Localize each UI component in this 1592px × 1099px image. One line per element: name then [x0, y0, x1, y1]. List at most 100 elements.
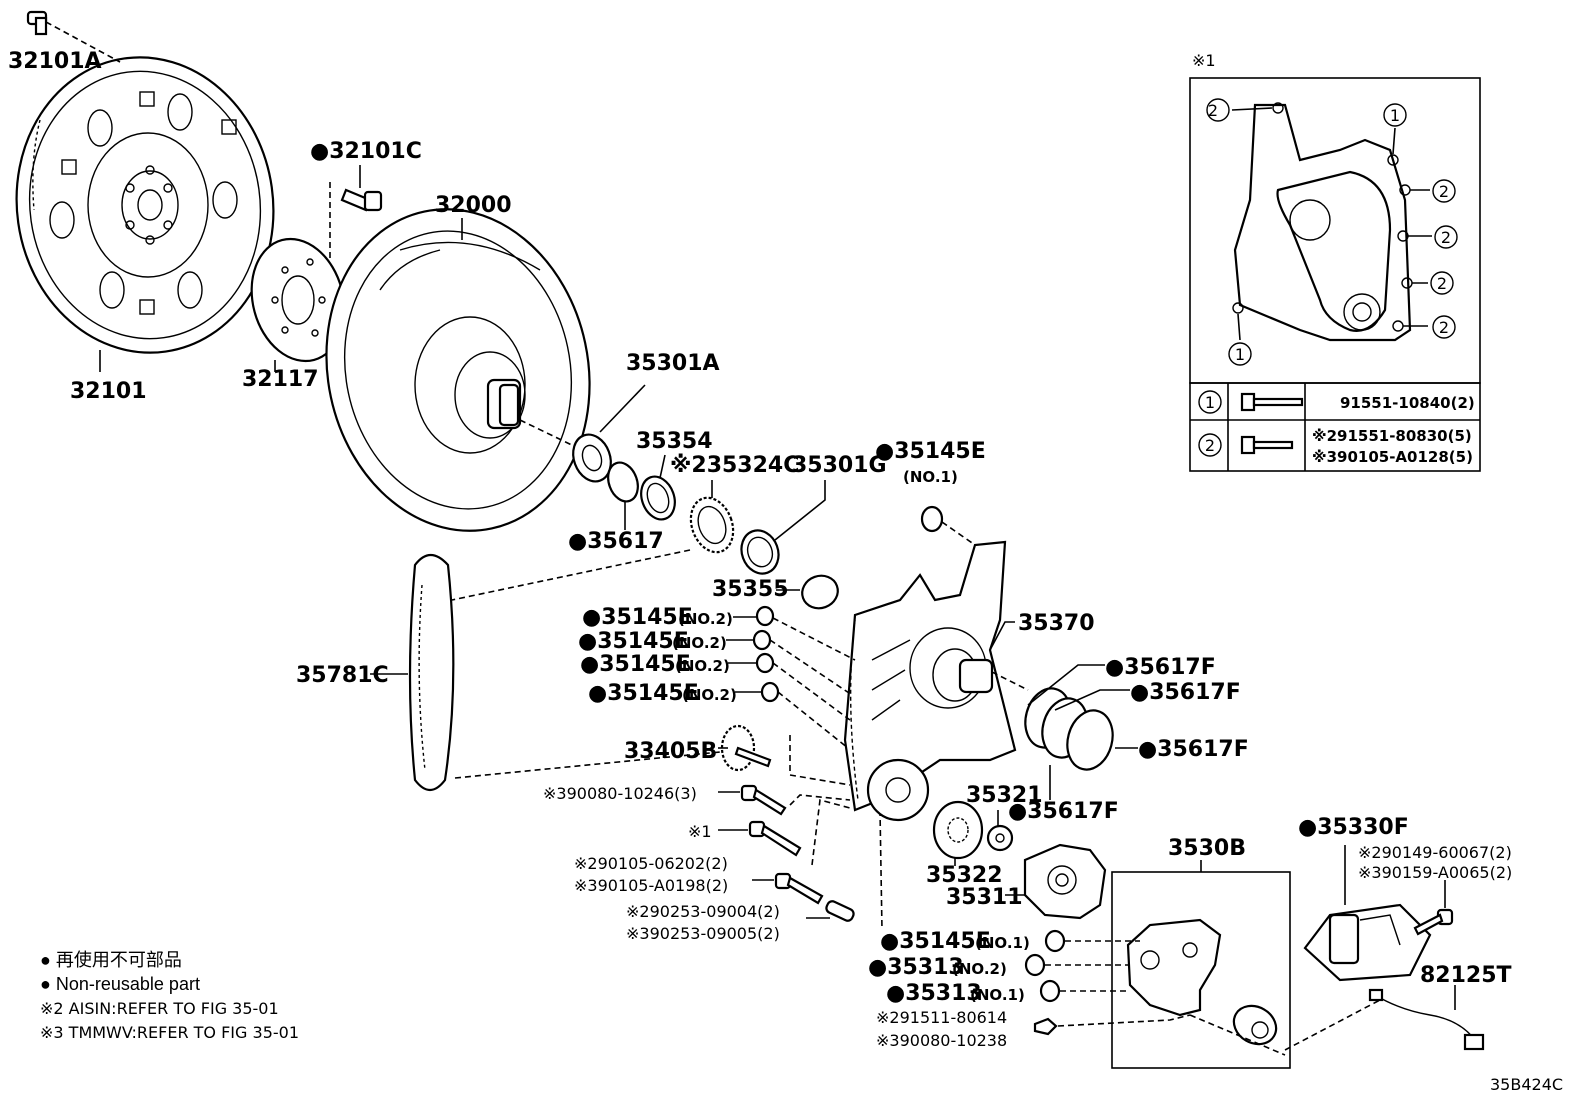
- label-390080-10238: ※390080-10238: [876, 1031, 1007, 1050]
- pin-290253-09004: [825, 900, 855, 922]
- bushing-35301G: [740, 529, 780, 575]
- label-35145E-b: ●35145E: [578, 629, 689, 654]
- inset-callout-2c: 2: [1441, 228, 1451, 247]
- label-32101C: ●32101C: [310, 139, 422, 164]
- bolt-star1: [748, 820, 802, 857]
- drive-gear-35322: [932, 800, 984, 860]
- label-35145E-top-sub: (NO.1): [903, 468, 958, 486]
- label-390105-A0198: ※390105-A0198(2): [574, 876, 728, 895]
- inset-callout-1b: 1: [1235, 345, 1245, 364]
- nuts-valve: [1024, 929, 1066, 1036]
- legend-line-4: ※3 TMMWV:REFER TO FIG 35-01: [40, 1023, 299, 1042]
- label-291511-80614: ※291511-80614: [876, 1008, 1007, 1027]
- inset-callout-2b: 2: [1439, 182, 1449, 201]
- label-35370: 35370: [1018, 611, 1095, 636]
- label-290253-09004: ※290253-09004(2): [626, 902, 780, 921]
- legend-line-2: ● Non-reusable part: [40, 974, 200, 994]
- label-32101A: 32101A: [8, 49, 102, 74]
- label-35330F: ●35330F: [1298, 815, 1409, 840]
- label-32101: 32101: [70, 379, 147, 404]
- valve-body-3530B: [1126, 918, 1278, 1046]
- case-35370: [843, 540, 1017, 812]
- legend-line-1: ● 再使用不可部品: [40, 950, 182, 970]
- o-ring-35617: [607, 461, 639, 503]
- bolt-290105-06202: [774, 872, 824, 905]
- snap-ring-35354: [640, 475, 676, 521]
- sensor-82125T: [1368, 988, 1485, 1051]
- label-290105-06202: ※290105-06202(2): [574, 854, 728, 873]
- label-35145E-c: ●35145E: [580, 652, 691, 677]
- bolt-32101A: [26, 10, 48, 36]
- label-star1: ※1: [688, 822, 712, 841]
- nut-35145E-top: [920, 505, 944, 533]
- label-390159-A0065: ※390159-A0065(2): [1358, 863, 1512, 882]
- label-390080-10246: ※390080-10246(3): [543, 784, 697, 803]
- label-35145E-e: ●35145E: [880, 929, 991, 954]
- label-35617F-4: ●35617F: [1008, 799, 1119, 824]
- label-35301G: 35301G: [792, 453, 887, 478]
- inset-callout-2d: 2: [1437, 274, 1447, 293]
- label-35617: ●35617: [568, 529, 664, 554]
- inset-row2-part-b: ※390105-A0128(5): [1312, 448, 1473, 466]
- inset-title: ※1: [1192, 51, 1216, 70]
- label-35313-b: ●35313: [886, 981, 982, 1006]
- label-390253-09005: ※390253-09005(2): [626, 924, 780, 943]
- inset-row1-part: 91551-10840(2): [1340, 394, 1475, 412]
- label-35313-b-sub: (NO.1): [970, 986, 1025, 1004]
- label-290149-60067: ※290149-60067(2): [1358, 843, 1512, 862]
- inset-callout-1a: 1: [1390, 106, 1400, 125]
- label-82125T: 82125T: [1420, 963, 1512, 988]
- oil-seal-35301A: [572, 433, 612, 483]
- label-35313-a-sub: (NO.2): [952, 960, 1007, 978]
- label-35617F-3: ●35617F: [1138, 737, 1249, 762]
- label-35145E-top: ●35145E: [875, 439, 986, 464]
- pump-body-small: [866, 758, 930, 822]
- label-35311: 35311: [946, 885, 1023, 910]
- torque-converter-32000: [325, 208, 591, 532]
- inset-callout-2a: 2: [1208, 101, 1218, 120]
- label-35145E-a-sub: (NO.2): [678, 610, 733, 628]
- label-35145E-c-sub: (NO.2): [675, 657, 730, 675]
- figure-code: 35B424C: [1490, 1075, 1563, 1094]
- gear-33405B: [720, 724, 772, 772]
- label-35617F-1: ●35617F: [1105, 655, 1216, 680]
- label-33405B: 33405B: [624, 739, 717, 764]
- label-32117: 32117: [242, 367, 319, 392]
- bolt-390080-10246: [740, 784, 787, 816]
- label-35145E-b-sub: (NO.2): [672, 634, 727, 652]
- bolt-290149-60067: [1413, 908, 1454, 936]
- legend-line-3: ※2 AISIN:REFER TO FIG 35-01: [40, 999, 279, 1018]
- pump-cover-35311: [1023, 843, 1107, 920]
- label-32000: 32000: [435, 193, 512, 218]
- label-3530B: 3530B: [1168, 836, 1246, 861]
- inset-callout-2e: 2: [1439, 318, 1449, 337]
- label-35321: 35321: [966, 783, 1043, 808]
- label-35313-a: ●35313: [868, 955, 964, 980]
- label-35322: 35322: [926, 863, 1003, 888]
- driven-gear-35321: [986, 824, 1014, 852]
- label-35145E-d: ●35145E: [588, 681, 699, 706]
- label-35324C: ※235324C: [670, 453, 799, 478]
- label-35354: 35354: [636, 429, 713, 454]
- drive-plate-32101: [15, 56, 275, 354]
- strainer-35330F: [1303, 903, 1432, 982]
- sprocket-35324C: [689, 496, 735, 554]
- inset-detail: [1189, 77, 1481, 472]
- label-35301A: 35301A: [626, 351, 720, 376]
- snap-ring-35355: [801, 574, 839, 610]
- chain-35781C: [408, 553, 455, 792]
- seal-rings-35617F: [1024, 687, 1114, 771]
- inset-table-key-2: 2: [1205, 436, 1215, 455]
- label-35781C: 35781C: [296, 663, 389, 688]
- label-35355: 35355: [712, 577, 789, 602]
- inset-table-key-1: 1: [1205, 393, 1215, 412]
- plate-32117: [250, 237, 346, 363]
- nuts-35145E-no2: [752, 605, 780, 703]
- label-35145E-a: ●35145E: [582, 605, 693, 630]
- label-35145E-e-sub: (NO.1): [975, 934, 1030, 952]
- label-35145E-d-sub: (NO.2): [682, 686, 737, 704]
- bolt-32101C: [340, 188, 383, 212]
- inset-row2-part-a: ※291551-80830(5): [1312, 427, 1472, 445]
- label-35617F-2: ●35617F: [1130, 680, 1241, 705]
